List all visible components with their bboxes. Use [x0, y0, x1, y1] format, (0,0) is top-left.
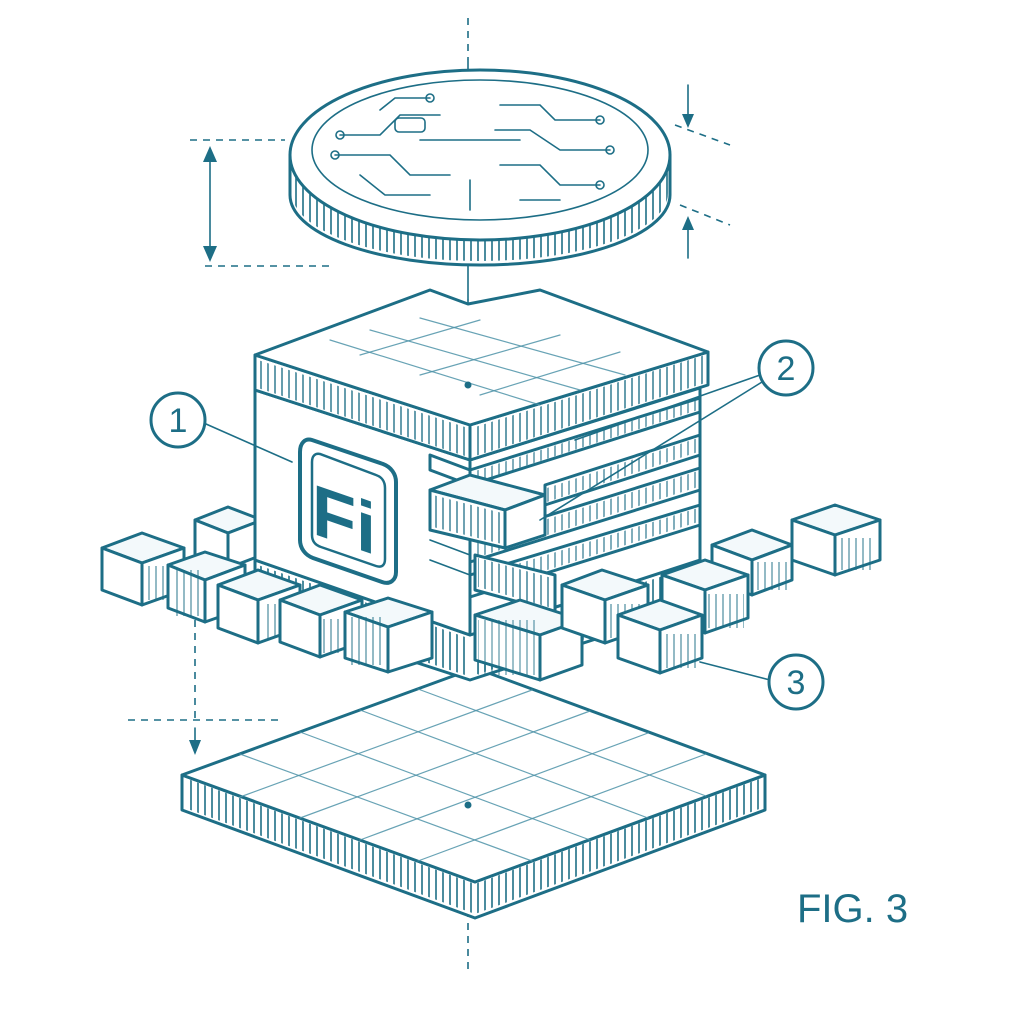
callout-3-circle	[767, 653, 825, 711]
callout-1-label: 1	[169, 402, 188, 440]
fi-logo-badge: Fi	[298, 437, 398, 585]
base-plate-right-hatch	[475, 778, 762, 914]
callout-1-leader	[205, 423, 293, 463]
layer-slots	[428, 396, 702, 614]
disc-top	[288, 68, 672, 242]
small-cubes-front-left	[100, 531, 434, 674]
callout-2: 2	[539, 339, 815, 521]
logo-badge-inner	[310, 452, 387, 568]
disc-thickness-dimension	[674, 84, 731, 259]
base-plate-grid	[239, 688, 707, 862]
disc-edge-hatch	[292, 160, 668, 261]
top-slab-texture	[329, 317, 626, 406]
coin-chip-disc	[288, 68, 672, 267]
base-plate-top	[180, 666, 767, 884]
callout-3-leader	[699, 661, 771, 681]
callout-3: 3	[699, 653, 825, 711]
callout-2-circle	[757, 339, 815, 397]
base-offset-dimension	[128, 620, 280, 755]
callout-2-leader-b	[539, 381, 763, 521]
base-plate	[180, 666, 767, 920]
callout-1-circle	[149, 391, 207, 449]
cube	[343, 596, 434, 674]
callout-2-label: 2	[777, 350, 796, 388]
cube	[790, 503, 882, 577]
figure-caption: FIG. 3	[797, 887, 908, 931]
base-plate-left-hatch	[185, 778, 475, 914]
callout-1: 1	[149, 391, 293, 463]
callout-2-leader-a	[574, 374, 761, 441]
disc-inner-rim	[311, 79, 649, 221]
small-cubes-front-right	[473, 558, 750, 682]
axis-center-dot	[464, 801, 472, 809]
circuit-traces	[330, 93, 615, 211]
callout-3-label: 3	[787, 664, 806, 702]
disc-height-dimension	[190, 139, 330, 267]
cube	[473, 598, 584, 682]
cube	[616, 598, 704, 675]
